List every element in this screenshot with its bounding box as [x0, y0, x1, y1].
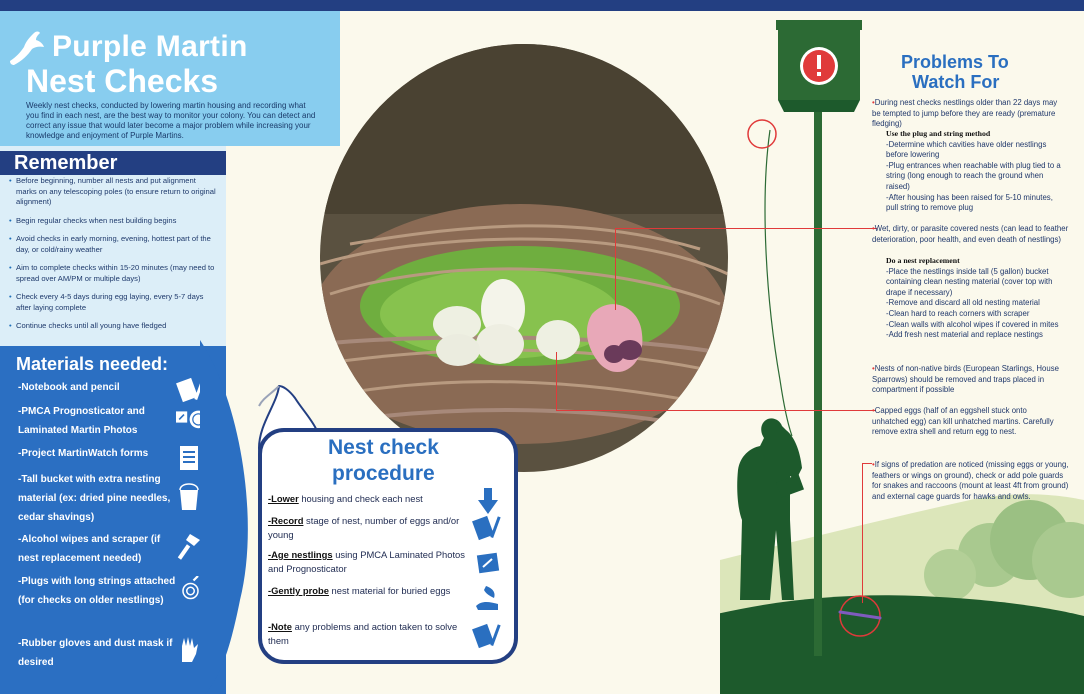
problem-2-step: -Place the nestlings inside tall (5 gall… [886, 266, 1053, 297]
procedure-step-verb: -Record [268, 515, 304, 526]
procedure-card: Nest check procedure -Lower housing and … [258, 428, 518, 664]
forms-icon [180, 446, 198, 470]
materials-curve-edge [200, 340, 248, 694]
problem-1-subheading: Use the plug and string method [886, 129, 991, 138]
callout-line-2-vertical [615, 228, 616, 310]
procedure-step: -Note any problems and action taken to s… [268, 620, 466, 648]
nest-illustration [320, 44, 728, 472]
problem-4: •Capped eggs (half of an eggshell stuck … [872, 406, 1054, 437]
material-item: -Notebook and pencil [18, 382, 120, 393]
problem-1-step: -Determine which cavities have older nes… [886, 139, 1047, 160]
intro-text: Weekly nest checks, conducted by lowerin… [26, 101, 316, 140]
scenery-illustration [720, 20, 1084, 694]
scraper-icon [177, 534, 200, 560]
problem-2-step: -Clean hard to reach corners with scrape… [886, 308, 1030, 318]
procedure-step: -Age nestlings using PMCA Laminated Phot… [268, 548, 466, 576]
problems-heading-line1: Problems To [901, 52, 1009, 72]
notebook-pencil-icon [472, 515, 501, 541]
problem-1-step: -After housing has been raised for 5-10 … [886, 192, 1053, 213]
procedure-step: -Record stage of nest, number of eggs an… [268, 514, 466, 542]
remember-item: Check every 4-5 days during egg laying, … [9, 292, 217, 313]
procedure-step-text: stage of nest, number of eggs and/or you… [268, 515, 460, 540]
photo-icon [476, 552, 500, 574]
callout-line-5 [862, 463, 872, 464]
procedure-step-verb: -Lower [268, 493, 299, 504]
bucket-icon [179, 483, 199, 510]
arrow-down-icon [478, 488, 498, 514]
callout-line-4 [556, 410, 876, 411]
notebook-pencil-icon [472, 623, 501, 649]
remember-list: Before beginning, number all nests and p… [9, 176, 217, 340]
remember-item: Before beginning, number all nests and p… [9, 176, 217, 208]
remember-heading: Remember [0, 151, 226, 175]
callout-line-2 [615, 228, 877, 229]
material-item: -Plugs with long strings attached (for c… [18, 576, 176, 606]
problem-2-step: -Clean walls with alcohol wipes if cover… [886, 319, 1059, 329]
problem-1-text: During nest checks nestlings older than … [872, 98, 1058, 129]
problem-1-detail: Use the plug and string method -Determin… [886, 129, 1066, 214]
problem-4-text: Capped eggs (half of an eggshell stuck o… [872, 406, 1054, 437]
material-item: -PMCA Prognosticator and Laminated Marti… [18, 406, 145, 436]
procedure-step-text: nest material for buried eggs [328, 585, 451, 596]
problems-heading-line2: Watch For [912, 72, 1000, 92]
material-item: -Tall bucket with extra nesting material… [18, 474, 171, 523]
problem-5: •If signs of predation are noticed (miss… [872, 460, 1069, 501]
materials-panel: Materials needed: -Notebook and pencil -… [0, 346, 226, 694]
material-item: -Project MartinWatch forms [18, 448, 149, 459]
plug-string-icon [182, 576, 199, 600]
problem-3-text: Nests of non-native birds (European Star… [872, 364, 1059, 395]
page-title-line1: Purple Martin [52, 30, 248, 63]
procedure-heading-line2: procedure [332, 462, 435, 485]
remember-item: Begin regular checks when nest building … [9, 216, 217, 227]
problem-2: •Wet, dirty, or parasite covered nests (… [872, 224, 1069, 244]
problem-3: •Nests of non-native birds (European Sta… [872, 364, 1059, 395]
problem-2-text: Wet, dirty, or parasite covered nests (c… [872, 224, 1069, 244]
remember-panel: Remember Before beginning, number all ne… [0, 146, 226, 346]
procedure-step-verb: -Age nestlings [268, 549, 333, 560]
procedure-step-verb: -Gently probe [268, 585, 329, 596]
procedure-step-text: housing and check each nest [298, 493, 423, 504]
remember-item: Continue checks until all young have fle… [9, 321, 217, 332]
page-title-line2: Nest Checks [26, 63, 219, 99]
title-panel: Purple Martin Nest Checks Weekly nest ch… [0, 11, 340, 146]
procedure-heading-line1: Nest check [328, 436, 439, 459]
materials-heading: Materials needed: [16, 354, 169, 374]
procedure-step-text: any problems and action taken to solve t… [268, 621, 458, 646]
material-item: -Rubber gloves and dust mask if desired [18, 638, 173, 668]
callout-line-4-vertical [556, 352, 557, 410]
gloves-icon [182, 637, 198, 662]
martin-bird-icon [10, 31, 44, 65]
problem-1-step: -Plug entrances when reachable with plug… [886, 160, 1061, 191]
remember-item: Avoid checks in early morning, evening, … [9, 234, 217, 255]
problem-2-detail: Do a nest replacement -Place the nestlin… [886, 256, 1072, 341]
callout-line-5-vertical [862, 463, 863, 603]
remember-item: Aim to complete checks within 15-20 minu… [9, 263, 217, 284]
problem-2-step: -Add fresh nest material and replace nes… [886, 330, 1043, 340]
top-bar [0, 0, 1084, 11]
problem-2-step: -Remove and discard all old nesting mate… [886, 298, 1040, 308]
probe-hand-icon [476, 586, 498, 610]
material-item: -Alcohol wipes and scraper (if nest repl… [18, 534, 161, 564]
procedure-step-verb: -Note [268, 621, 292, 632]
procedure-step: -Lower housing and check each nest [268, 492, 466, 506]
problem-5-text: If signs of predation are noticed (missi… [872, 460, 1069, 501]
problem-1: •During nest checks nestlings older than… [872, 98, 1058, 129]
problem-2-subheading: Do a nest replacement [886, 256, 960, 265]
procedure-step-text: using PMCA Laminated Photos and Prognost… [268, 549, 465, 574]
procedure-step: -Gently probe nest material for buried e… [268, 584, 466, 598]
